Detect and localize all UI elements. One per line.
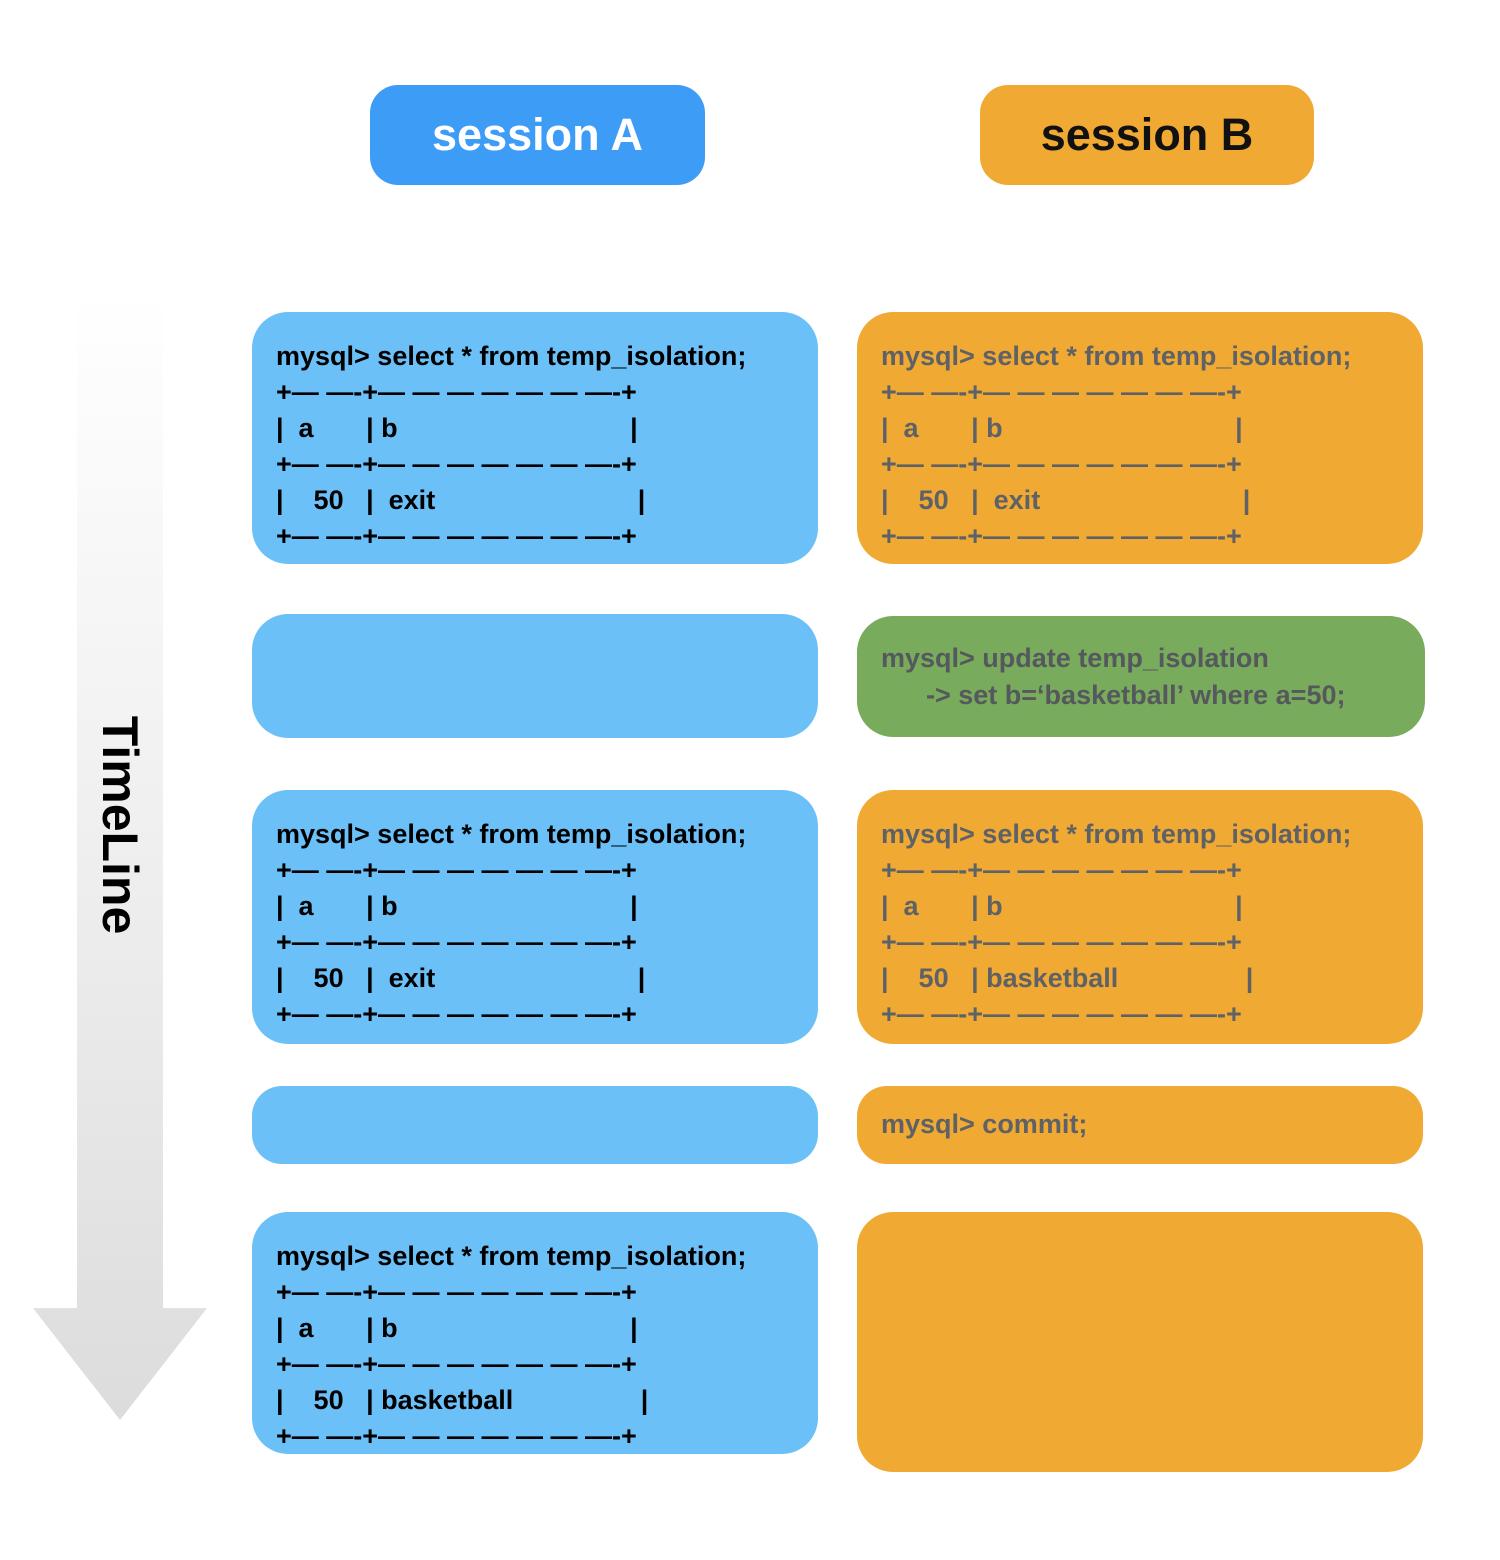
session-b-header: session B (980, 85, 1314, 185)
session-a-idle-box-1 (252, 614, 818, 738)
session-b-idle-box (857, 1212, 1423, 1472)
timeline-label: TimeLine (92, 715, 148, 935)
session-a-select-result-1: mysql> select * from temp_isolation; +— … (252, 312, 818, 564)
session-a-select-result-3: mysql> select * from temp_isolation; +— … (252, 1212, 818, 1454)
session-a-header: session A (370, 85, 705, 185)
session-a-select-result-2: mysql> select * from temp_isolation; +— … (252, 790, 818, 1044)
session-b-commit-statement: mysql> commit; (857, 1086, 1423, 1164)
session-b-select-result-2: mysql> select * from temp_isolation; +— … (857, 790, 1423, 1044)
session-b-select-result-1: mysql> select * from temp_isolation; +— … (857, 312, 1423, 564)
session-a-idle-box-2 (252, 1086, 818, 1164)
session-b-update-statement: mysql> update temp_isolation -> set b=‘b… (857, 616, 1425, 737)
